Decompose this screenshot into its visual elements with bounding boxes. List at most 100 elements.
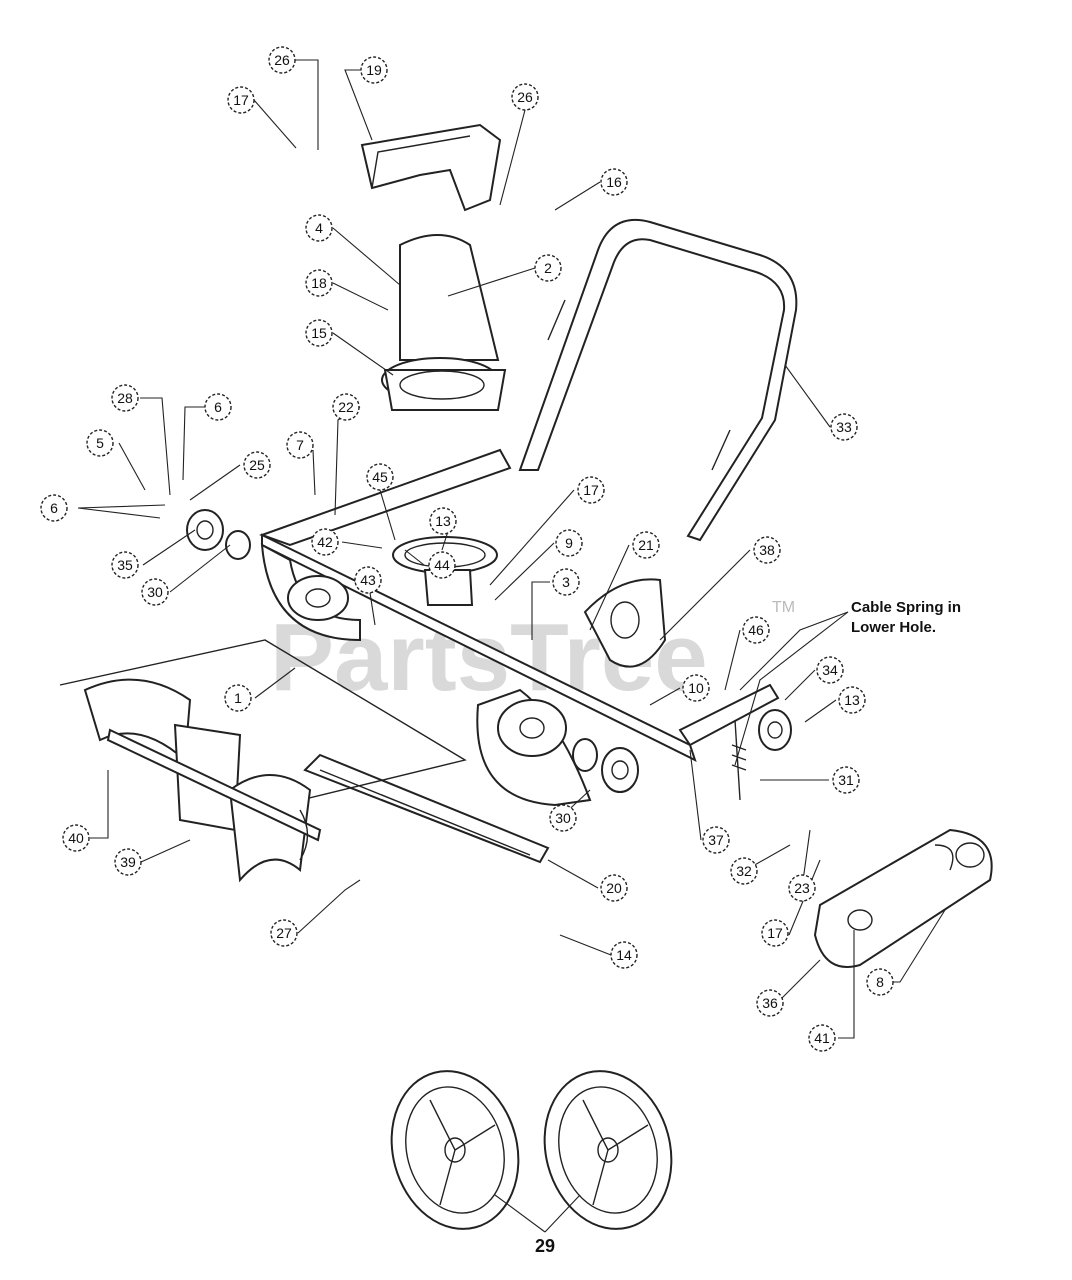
belt-cover (813, 828, 993, 968)
callout-7: 7 (286, 431, 314, 459)
svg-text:19: 19 (366, 62, 382, 78)
svg-text:17: 17 (583, 482, 599, 498)
svg-text:8: 8 (876, 974, 884, 990)
svg-text:45: 45 (372, 469, 388, 485)
svg-text:28: 28 (117, 390, 133, 406)
callout-31: 31 (832, 766, 860, 794)
svg-text:34: 34 (822, 662, 838, 678)
callout-37: 37 (702, 826, 730, 854)
bearings (186, 509, 792, 793)
callout-38: 38 (753, 536, 781, 564)
callout-18: 18 (305, 269, 333, 297)
callout-23: 23 (788, 874, 816, 902)
svg-text:37: 37 (708, 832, 724, 848)
chute-deflector (360, 123, 502, 212)
callout-6: 6 (40, 494, 68, 522)
callout-44: 44 (428, 551, 456, 579)
callout-17: 17 (577, 476, 605, 504)
svg-text:41: 41 (814, 1030, 830, 1046)
callout-39: 39 (114, 848, 142, 876)
svg-text:30: 30 (147, 584, 163, 600)
svg-text:44: 44 (434, 557, 450, 573)
svg-text:13: 13 (435, 513, 451, 529)
callout-16: 16 (600, 168, 628, 196)
svg-text:30: 30 (555, 810, 571, 826)
svg-text:18: 18 (311, 275, 327, 291)
callout-32: 32 (730, 857, 758, 885)
svg-text:21: 21 (638, 537, 654, 553)
svg-text:27: 27 (276, 925, 292, 941)
callout-46: 46 (742, 616, 770, 644)
callout-35: 35 (111, 551, 139, 579)
callout-42: 42 (311, 528, 339, 556)
callout-36: 36 (756, 989, 784, 1017)
svg-text:7: 7 (296, 437, 304, 453)
svg-text:15: 15 (311, 325, 327, 341)
callout-41: 41 (808, 1024, 836, 1052)
svg-text:36: 36 (762, 995, 778, 1011)
discharge-chute (381, 234, 507, 411)
svg-text:38: 38 (759, 542, 775, 558)
callout-10: 10 (682, 674, 710, 702)
svg-text:9: 9 (565, 535, 573, 551)
callout-13: 13 (429, 507, 457, 535)
svg-text:17: 17 (767, 925, 783, 941)
callout-30: 30 (141, 578, 169, 606)
callout-26: 26 (268, 46, 296, 74)
svg-text:46: 46 (748, 622, 764, 638)
svg-text:10: 10 (688, 680, 704, 696)
svg-text:16: 16 (606, 174, 622, 190)
svg-text:26: 26 (517, 89, 533, 105)
svg-text:Lower Hole.: Lower Hole. (851, 619, 936, 636)
callout-17: 17 (227, 86, 255, 114)
svg-text:2: 2 (544, 260, 552, 276)
svg-text:23: 23 (794, 880, 810, 896)
svg-text:Cable Spring in: Cable Spring in (851, 599, 961, 616)
callout-8: 8 (866, 968, 894, 996)
svg-text:39: 39 (120, 854, 136, 870)
svg-text:22: 22 (338, 399, 354, 415)
callout-2: 2 (534, 254, 562, 282)
svg-text:6: 6 (214, 399, 222, 415)
svg-text:20: 20 (606, 880, 622, 896)
callout-45: 45 (366, 463, 394, 491)
svg-text:6: 6 (50, 500, 58, 516)
svg-text:32: 32 (736, 863, 752, 879)
svg-text:31: 31 (838, 772, 854, 788)
svg-text:43: 43 (360, 572, 376, 588)
svg-text:35: 35 (117, 557, 133, 573)
svg-text:14: 14 (616, 947, 632, 963)
callout-20: 20 (600, 874, 628, 902)
svg-text:40: 40 (68, 830, 84, 846)
callout-22: 22 (332, 393, 360, 421)
watermark-tm: TM (772, 599, 795, 616)
callout-19: 19 (360, 56, 388, 84)
svg-text:17: 17 (233, 92, 249, 108)
callout-21: 21 (632, 531, 660, 559)
svg-text:3: 3 (562, 574, 570, 590)
callout-34: 34 (816, 656, 844, 684)
callout-6: 6 (204, 393, 232, 421)
svg-text:1: 1 (234, 690, 242, 706)
callout-5: 5 (86, 429, 114, 457)
callout-15: 15 (305, 319, 333, 347)
callout-26: 26 (511, 83, 539, 111)
callout-1: 1 (224, 684, 252, 712)
callout-9: 9 (555, 529, 583, 557)
svg-text:25: 25 (249, 457, 265, 473)
callout-3: 3 (552, 568, 580, 596)
callout-28: 28 (111, 384, 139, 412)
svg-text:42: 42 (317, 534, 333, 550)
wheels (390, 1070, 673, 1230)
callout-33: 33 (830, 413, 858, 441)
cable-spring-note: Cable Spring in Lower Hole. (734, 599, 961, 766)
callout-40: 40 (62, 824, 90, 852)
wheel-part-label: 29 (535, 1236, 555, 1256)
callout-17: 17 (761, 919, 789, 947)
handle (518, 218, 798, 542)
drive-lever (678, 683, 780, 801)
callout-14: 14 (610, 941, 638, 969)
callout-43: 43 (354, 566, 382, 594)
svg-text:5: 5 (96, 435, 104, 451)
